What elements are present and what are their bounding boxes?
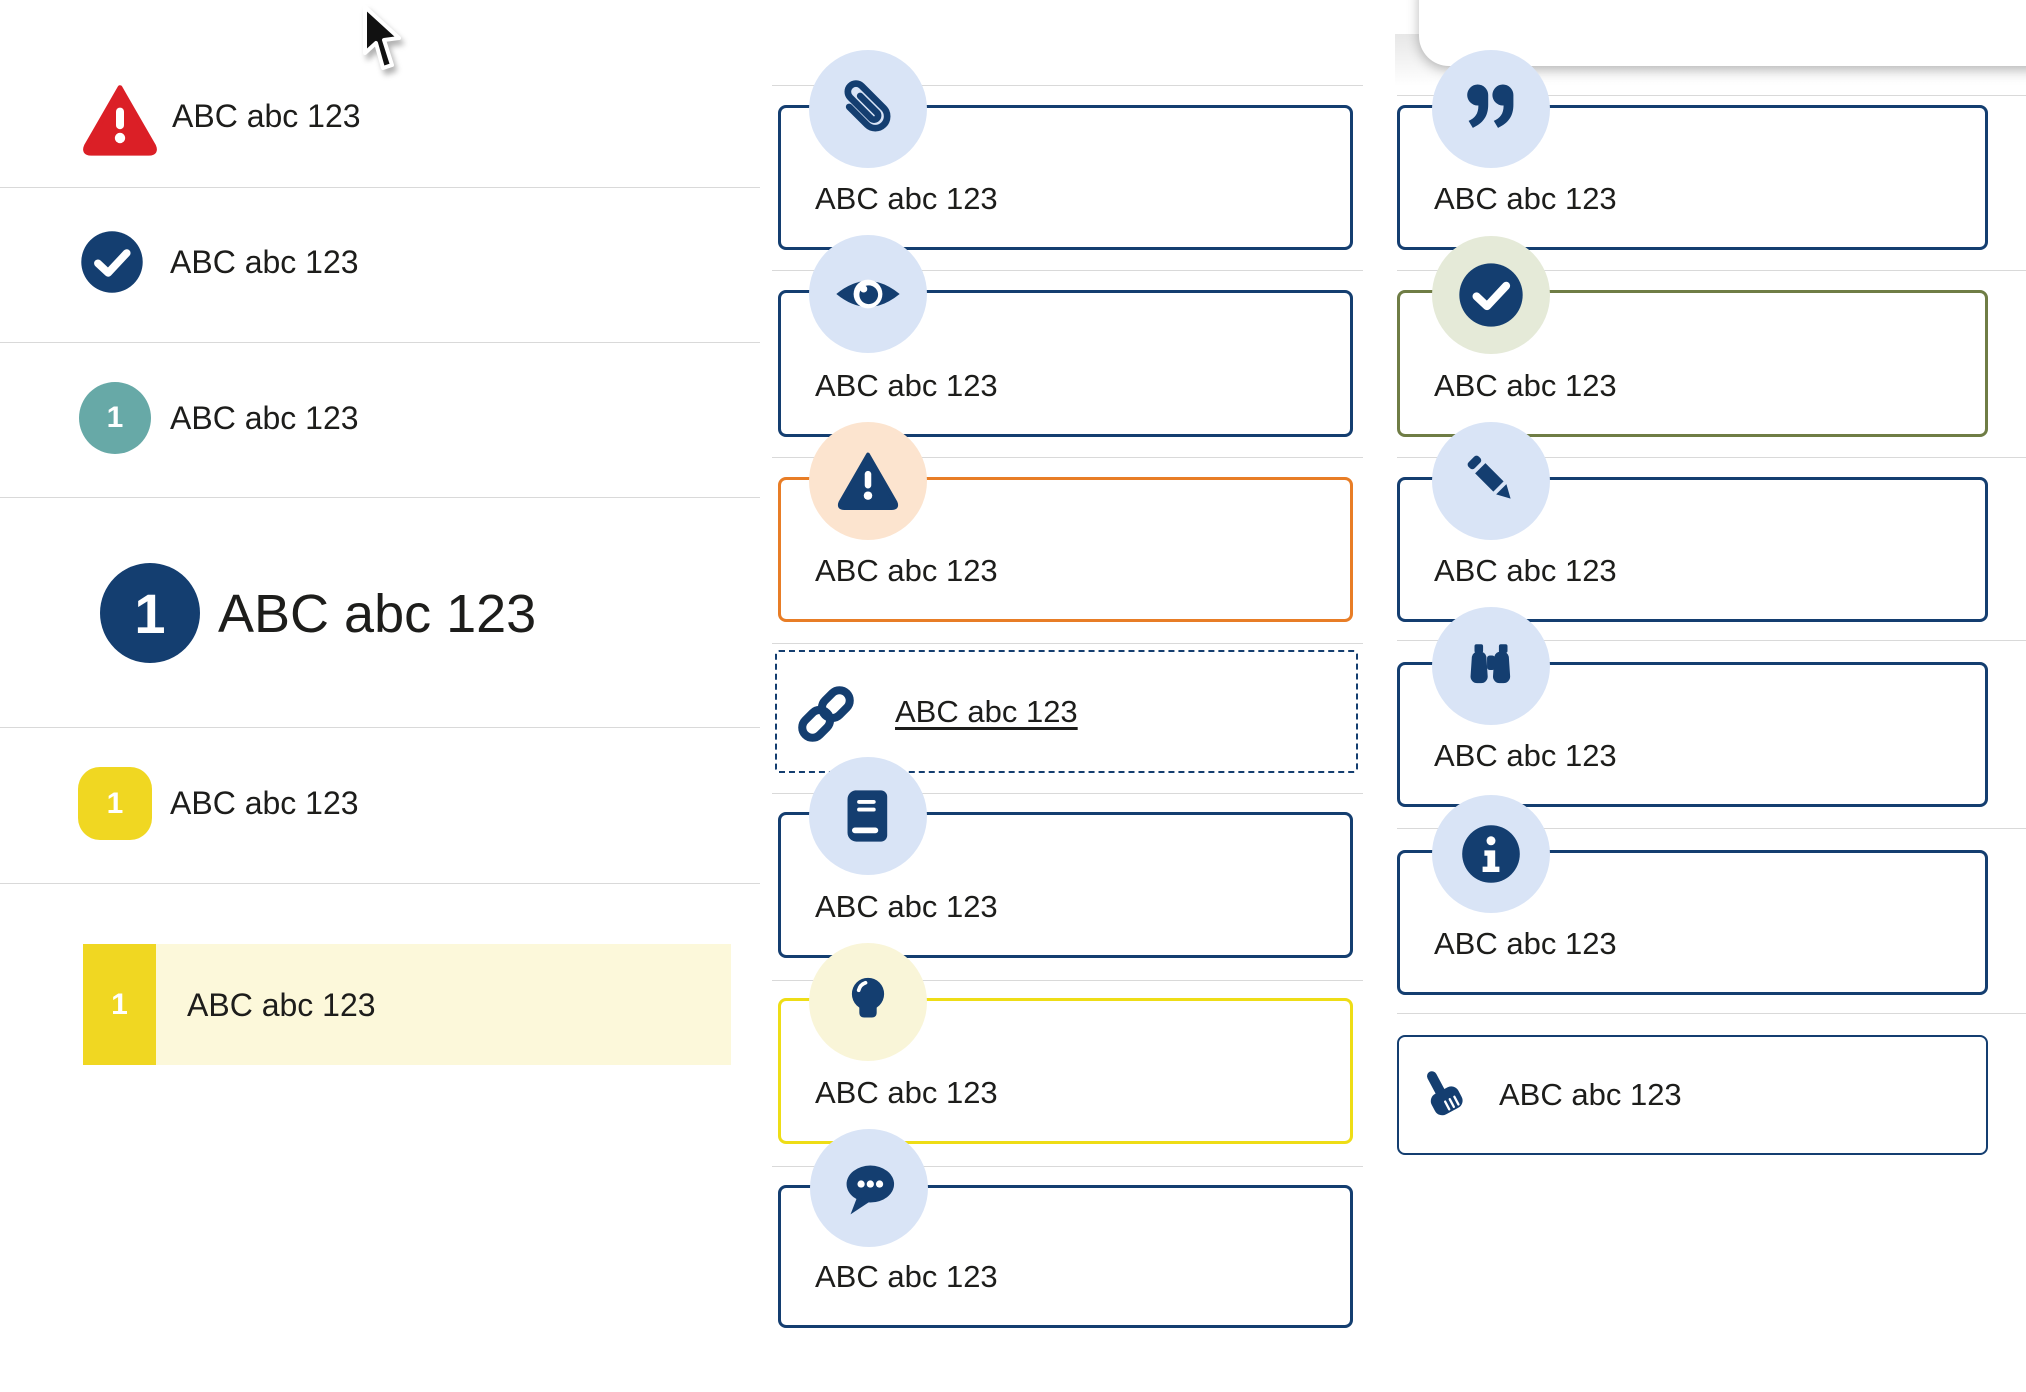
step-number: 1 bbox=[111, 987, 128, 1021]
divider bbox=[0, 187, 760, 188]
card-label: ABC abc 123 bbox=[1434, 368, 1617, 404]
mouse-arrow-icon bbox=[362, 4, 406, 72]
floating-panel-edge bbox=[1419, 0, 2026, 66]
divider bbox=[772, 793, 1363, 794]
divider bbox=[0, 497, 760, 498]
divider bbox=[0, 342, 760, 343]
step-badge-navy-large: 1 bbox=[100, 563, 200, 663]
eye-icon bbox=[809, 235, 927, 353]
list-item-label: ABC abc 123 bbox=[170, 244, 359, 280]
step-number: 1 bbox=[106, 401, 124, 434]
divider bbox=[1397, 1013, 2026, 1014]
step-badge-yellow-selected: 1 bbox=[83, 944, 156, 1065]
divider bbox=[1397, 828, 2026, 829]
card-label: ABC abc 123 bbox=[1434, 738, 1617, 774]
check-circle-icon bbox=[1432, 236, 1550, 354]
card-label: ABC abc 123 bbox=[815, 553, 998, 589]
divider bbox=[1397, 95, 2026, 96]
card-label: ABC abc 123 bbox=[815, 368, 998, 404]
lightbulb-icon bbox=[809, 943, 927, 1061]
hand-pointer-icon bbox=[1415, 1063, 1473, 1131]
divider bbox=[772, 643, 1363, 644]
info-icon bbox=[1432, 795, 1550, 913]
callout-card-link: ABC abc 123 bbox=[775, 650, 1358, 773]
callout-card-success: ABC abc 123 bbox=[1397, 290, 1988, 437]
card-label: ABC abc 123 bbox=[1434, 181, 1617, 217]
card-link[interactable]: ABC abc 123 bbox=[895, 693, 1078, 729]
divider bbox=[1397, 640, 2026, 641]
step-number: 1 bbox=[134, 581, 166, 645]
paperclip-icon bbox=[809, 50, 927, 168]
alert-triangle-icon bbox=[80, 82, 160, 158]
list-item-heading: ABC abc 123 bbox=[218, 584, 537, 644]
list-item-label: ABC abc 123 bbox=[172, 98, 361, 134]
card-label: ABC abc 123 bbox=[1434, 553, 1617, 589]
card-label: ABC abc 123 bbox=[1434, 926, 1617, 962]
list-item-label: ABC abc 123 bbox=[187, 987, 376, 1023]
divider bbox=[772, 270, 1363, 271]
divider bbox=[0, 883, 760, 884]
binoculars-icon bbox=[1432, 607, 1550, 725]
check-circle-icon bbox=[80, 230, 144, 294]
book-icon bbox=[809, 757, 927, 875]
divider bbox=[772, 980, 1363, 981]
list-item-label: ABC abc 123 bbox=[170, 785, 359, 821]
list-item-label: ABC abc 123 bbox=[170, 400, 359, 436]
divider bbox=[1397, 457, 2026, 458]
card-label: ABC abc 123 bbox=[815, 181, 998, 217]
step-badge-teal: 1 bbox=[79, 382, 151, 454]
quote-icon bbox=[1432, 50, 1550, 168]
card-label: ABC abc 123 bbox=[815, 889, 998, 925]
card-label: ABC abc 123 bbox=[1499, 1077, 1682, 1112]
link-icon bbox=[789, 681, 863, 747]
divider bbox=[772, 85, 1363, 86]
row-highlight bbox=[83, 944, 731, 1065]
pencil-icon bbox=[1432, 422, 1550, 540]
divider bbox=[1397, 270, 2026, 271]
divider bbox=[772, 1166, 1363, 1167]
card-label: ABC abc 123 bbox=[815, 1259, 998, 1295]
warning-icon bbox=[809, 422, 927, 540]
card-label: ABC abc 123 bbox=[815, 1075, 998, 1111]
divider bbox=[772, 457, 1363, 458]
chat-icon bbox=[810, 1129, 928, 1247]
divider bbox=[0, 727, 760, 728]
step-number: 1 bbox=[106, 786, 124, 820]
callout-card-action: ABC abc 123 bbox=[1397, 1035, 1988, 1155]
step-badge-yellow: 1 bbox=[78, 767, 152, 840]
